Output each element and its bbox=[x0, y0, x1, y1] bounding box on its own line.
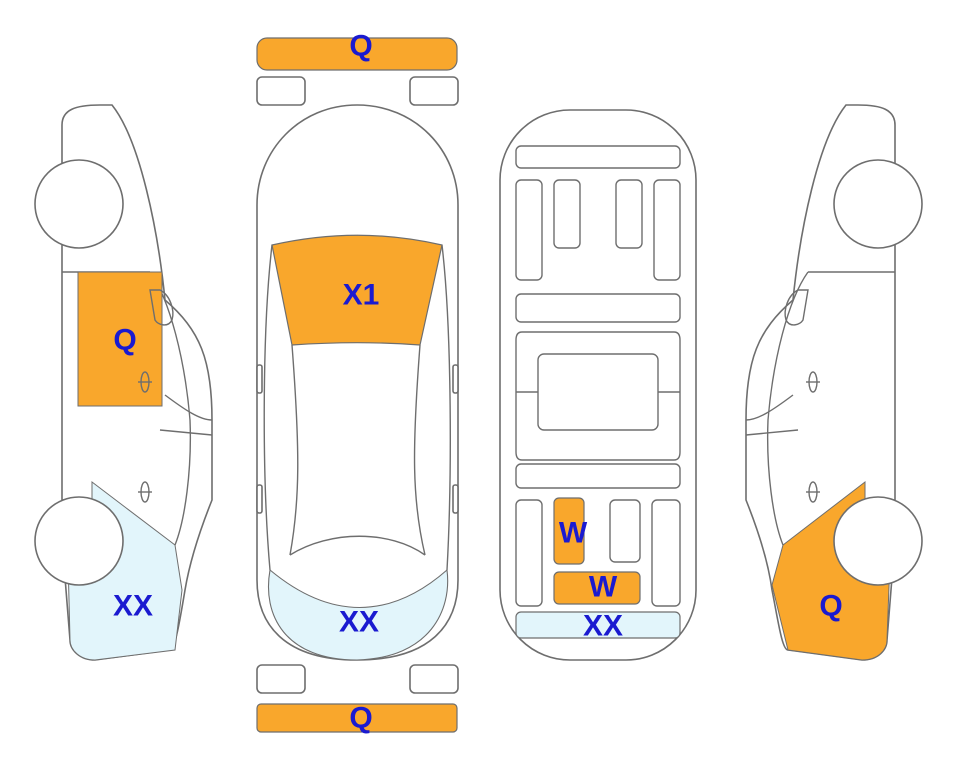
left-front-door-handle bbox=[138, 371, 152, 393]
underbody-rear-right-inner bbox=[609, 499, 641, 563]
front-bumper-damage[interactable] bbox=[256, 37, 458, 71]
rear-window-top-edge bbox=[289, 535, 426, 556]
left-belt-line bbox=[164, 394, 213, 421]
top-rear-deck-label: XX bbox=[339, 606, 379, 639]
rear-bumper-damage[interactable] bbox=[256, 703, 458, 733]
right-front-wheel bbox=[833, 159, 923, 249]
left-front-door-label: Q bbox=[113, 324, 136, 357]
underbody-outline bbox=[499, 109, 697, 661]
underbody-part-b-label: W bbox=[589, 571, 618, 604]
top-left-roofline bbox=[289, 344, 299, 556]
left-front-door-damage[interactable] bbox=[77, 271, 163, 407]
front-left-headlight-block bbox=[256, 76, 306, 106]
underbody-part-a-label: W bbox=[559, 517, 588, 550]
top-left-side-curve bbox=[263, 244, 273, 571]
front-right-headlight-block bbox=[409, 76, 459, 106]
underbody-part-a-damage[interactable] bbox=[553, 497, 585, 565]
top-right-mirror bbox=[452, 364, 459, 394]
underbody-mid-crossmember bbox=[515, 293, 681, 323]
top-right-roofline bbox=[413, 344, 426, 556]
underbody-rear-damage[interactable] bbox=[515, 611, 681, 639]
underbody-front-left-inner bbox=[553, 179, 581, 249]
front-bumper-label: Q bbox=[349, 30, 372, 63]
underbody-part-b-damage[interactable] bbox=[553, 571, 641, 605]
top-rear-deck-damage[interactable] bbox=[268, 568, 449, 661]
top-right-side-curve bbox=[441, 244, 451, 571]
underbody-front-right-rail bbox=[653, 179, 681, 281]
right-rear-quarter-label: Q bbox=[819, 590, 842, 623]
underbody-rear-crossmember bbox=[515, 463, 681, 489]
top-right-rear-mark bbox=[452, 484, 459, 514]
right-belt-line bbox=[745, 394, 794, 421]
left-front-wheel bbox=[34, 159, 124, 249]
top-left-mirror bbox=[256, 364, 263, 394]
underbody-front-right-inner bbox=[615, 179, 643, 249]
left-rear-door-handle bbox=[138, 481, 152, 503]
rear-right-taillight-block bbox=[409, 664, 459, 694]
underbody-rear-right-rail bbox=[651, 499, 681, 607]
rear-left-taillight-block bbox=[256, 664, 306, 694]
underbody-front-left-rail bbox=[515, 179, 543, 281]
rear-bumper-label: Q bbox=[349, 702, 372, 735]
right-door-gap bbox=[745, 429, 799, 436]
right-window-line bbox=[766, 271, 809, 546]
underbody-center-frame bbox=[515, 331, 681, 461]
right-rear-wheel bbox=[833, 496, 923, 586]
top-left-rear-mark bbox=[256, 484, 263, 514]
right-side-view bbox=[745, 104, 923, 661]
left-window-line bbox=[149, 271, 192, 546]
right-rear-door-handle bbox=[806, 481, 820, 503]
right-mirror bbox=[784, 289, 809, 326]
left-mirror bbox=[149, 289, 174, 326]
top-view bbox=[256, 37, 459, 733]
underbody-rear-label: XX bbox=[583, 610, 623, 643]
left-rear-quarter-label: XX bbox=[113, 590, 153, 623]
left-door-gap bbox=[159, 429, 213, 436]
left-side-view bbox=[34, 104, 213, 661]
underbody-rear-left-rail bbox=[515, 499, 543, 607]
windshield-label: X1 bbox=[343, 279, 380, 312]
top-body-outline bbox=[256, 104, 459, 661]
underbody-front-crossmember bbox=[515, 145, 681, 169]
underbody-view bbox=[499, 109, 697, 661]
right-front-door-handle bbox=[806, 371, 820, 393]
left-rear-wheel bbox=[34, 496, 124, 586]
